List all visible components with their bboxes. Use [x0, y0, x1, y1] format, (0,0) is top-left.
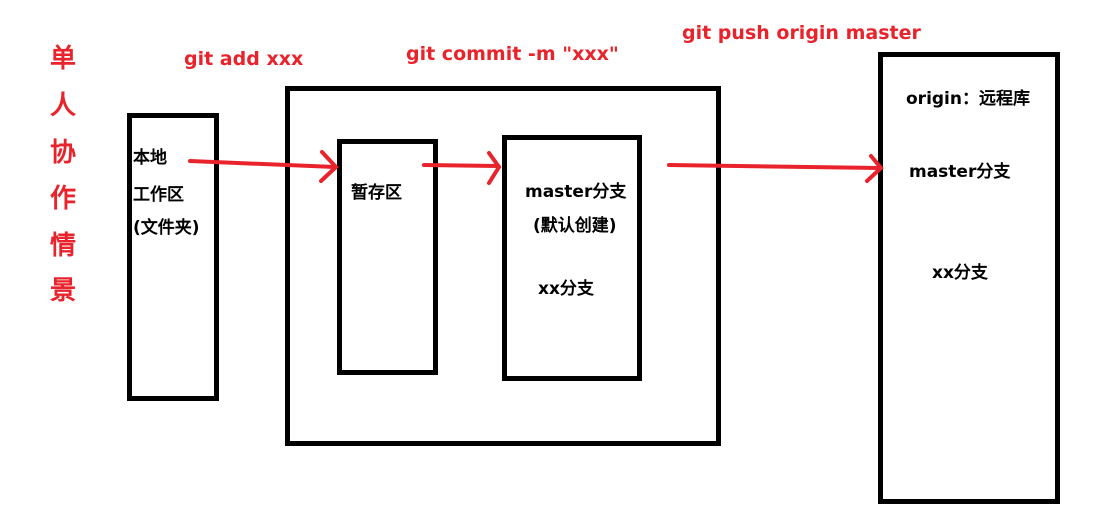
remote-xx-branch-label: xx分支	[932, 263, 988, 283]
local-repository-box	[285, 86, 721, 446]
local-xx-branch-label: xx分支	[538, 279, 594, 299]
arrow-add	[188, 150, 339, 183]
title-char: 协	[50, 138, 77, 168]
local-master-branch-label: master分支	[525, 182, 627, 202]
working-directory-label-2: 工作区	[133, 185, 184, 205]
git-push-label: git push origin master	[682, 22, 921, 44]
remote-master-branch-label: master分支	[909, 162, 1011, 182]
working-directory-label-3: (文件夹)	[133, 218, 200, 238]
title-char: 单	[50, 44, 77, 74]
arrow-commit	[422, 151, 502, 185]
arrow-push	[667, 154, 884, 183]
title-char: 作	[50, 184, 77, 214]
working-directory-box	[127, 113, 219, 401]
title-char: 情	[50, 231, 77, 261]
staging-area-box	[337, 139, 438, 375]
title-char: 人	[50, 91, 77, 121]
git-commit-label: git commit -m "xxx"	[406, 43, 619, 65]
local-branches-box	[502, 135, 642, 381]
local-master-note: (默认创建)	[533, 216, 617, 236]
remote-origin-label: origin：远程库	[906, 89, 1030, 109]
working-directory-label-1: 本地	[133, 148, 167, 168]
staging-area-label: 暂存区	[351, 183, 402, 203]
remote-repository-box	[878, 52, 1060, 504]
title-char: 景	[50, 276, 77, 306]
git-add-label: git add xxx	[184, 48, 304, 70]
